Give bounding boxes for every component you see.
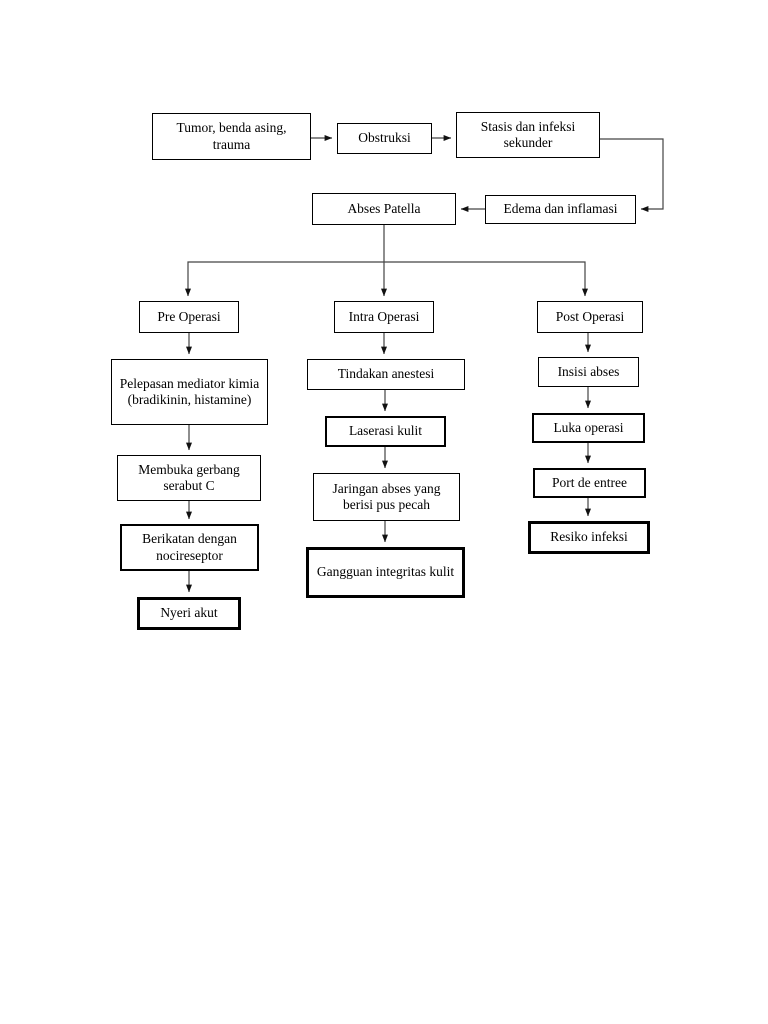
node-tumor-benda-asing-trauma: Tumor, benda asing, trauma xyxy=(152,113,311,160)
node-port-de-entree: Port de entree xyxy=(533,468,646,498)
node-label: Gangguan integritas kulit xyxy=(316,564,455,580)
node-abses-patella: Abses Patella xyxy=(312,193,456,225)
node-label: Tumor, benda asing, trauma xyxy=(176,120,287,152)
node-resiko-infeksi: Resiko infeksi xyxy=(528,521,650,554)
edge-abses-post xyxy=(384,261,589,297)
node-label: Luka operasi xyxy=(553,419,624,435)
node-label: Stasis dan infeksi sekunder xyxy=(480,118,576,150)
node-label: Obstruksi xyxy=(358,130,411,146)
node-label: Intra Operasi xyxy=(348,308,420,324)
node-pre-operasi: Pre Operasi xyxy=(139,301,239,333)
node-laserasi-kulit: Laserasi kulit xyxy=(325,416,446,447)
node-edema-dan-inflamasi: Edema dan inflamasi xyxy=(485,195,636,224)
node-berikatan-dengan-nocireseptor: Berikatan dengan nocireseptor xyxy=(120,524,259,571)
node-jaringan-abses-pus-pecah: Jaringan abses yang berisi pus pecah xyxy=(313,473,460,521)
edge-abses-pre xyxy=(185,261,384,297)
node-label: Jaringan abses yang berisi pus pecah xyxy=(332,480,441,512)
node-label: Pre Operasi xyxy=(157,308,221,324)
node-post-operasi: Post Operasi xyxy=(537,301,643,333)
node-label: Insisi abses xyxy=(557,363,620,379)
node-obstruksi: Obstruksi xyxy=(337,123,432,154)
node-stasis-dan-infeksi-sekunder: Stasis dan infeksi sekunder xyxy=(456,112,600,158)
node-label: Abses Patella xyxy=(347,200,421,216)
node-insisi-abses: Insisi abses xyxy=(538,357,639,387)
node-label: Pelepasan mediator kimia (bradikinin, hi… xyxy=(119,375,260,407)
node-label: Laserasi kulit xyxy=(348,423,423,439)
node-intra-operasi: Intra Operasi xyxy=(334,301,434,333)
node-tindakan-anestesi: Tindakan anestesi xyxy=(307,359,465,390)
node-membuka-gerbang-serabut-c: Membuka gerbang serabut C xyxy=(117,455,261,501)
node-gangguan-integritas-kulit: Gangguan integritas kulit xyxy=(306,547,465,598)
node-pelepasan-mediator-kimia: Pelepasan mediator kimia (bradikinin, hi… xyxy=(111,359,268,425)
node-label: Resiko infeksi xyxy=(550,529,628,545)
node-label: Membuka gerbang serabut C xyxy=(138,461,240,493)
node-label: Berikatan dengan nocireseptor xyxy=(142,531,237,563)
node-label: Post Operasi xyxy=(555,308,625,324)
node-label: Edema dan inflamasi xyxy=(503,201,618,217)
node-label: Port de entree xyxy=(552,474,627,490)
node-nyeri-akut: Nyeri akut xyxy=(137,597,241,630)
node-luka-operasi: Luka operasi xyxy=(532,413,645,443)
node-label: Tindakan anestesi xyxy=(337,366,435,382)
node-label: Nyeri akut xyxy=(160,605,218,621)
